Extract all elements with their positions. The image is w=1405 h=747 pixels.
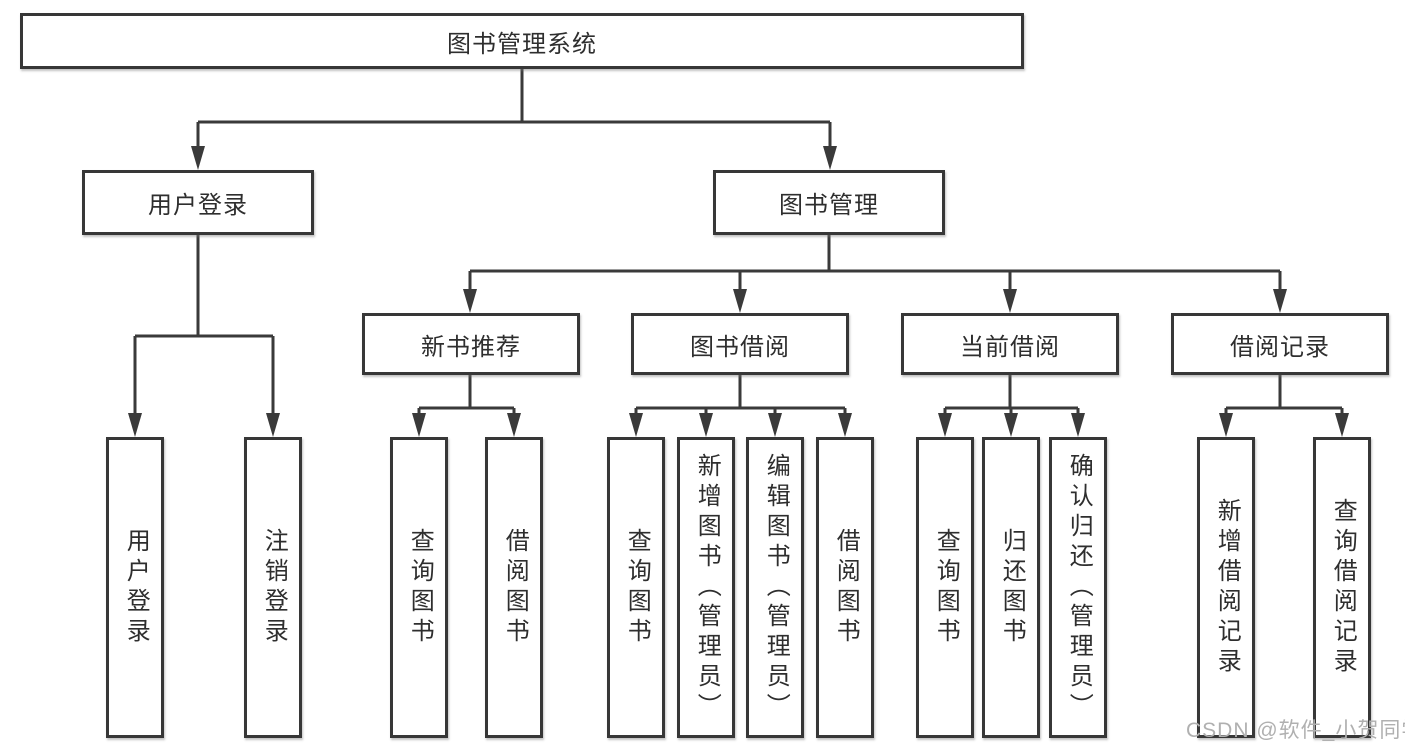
arrowheads [128,146,1349,437]
arrow-icon [412,413,426,437]
node-query-borrow-record: 查询借阅记录 [1313,437,1371,738]
leaf-label: 用户登录 [122,527,150,648]
csdn-watermark: CSDN @软件_小贺同学 [1186,719,1405,742]
leaf-label: 新增借阅记录 [1213,497,1241,678]
arrow-icon [463,289,477,313]
leaf-label: 借阅图书 [832,527,860,648]
leaf-label: 归还图书 [998,527,1026,648]
arrow-icon [507,413,521,437]
node-add-borrow-record: 新增借阅记录 [1197,437,1255,738]
node-confirm-return-admin: 确认归还（管理员） [1049,437,1107,738]
node-query-books-current: 查询图书 [916,437,974,738]
node-book-management: 图书管理 [713,170,945,235]
arrow-icon [1003,289,1017,313]
arrow-icon [823,146,837,170]
node-query-books-recommend: 查询图书 [390,437,448,738]
node-borrow-books-borrowing: 借阅图书 [816,437,874,738]
leaf-label: 借阅图书 [501,527,529,648]
leaf-label: 新增图书（管理员） [693,452,721,723]
node-edit-books-admin: 编辑图书（管理员） [746,437,804,738]
leaf-label: 查询图书 [623,527,651,648]
connector-records-to-leaves [1224,375,1344,416]
arrow-icon [733,289,747,313]
leaf-label: 注销登录 [260,527,288,648]
connector-current-to-leaves [943,375,1080,416]
node-return-books: 归还图书 [982,437,1040,738]
node-logout-leaf: 注销登录 [244,437,302,738]
node-query-books-borrowing: 查询图书 [607,437,665,738]
arrow-icon [1004,413,1018,437]
connector-borrowing-to-leaves [634,375,847,416]
arrow-icon [266,413,280,437]
connector-recommend-to-leaves [417,375,516,416]
node-user-login: 用户登录 [82,170,314,235]
arrow-icon [1219,413,1233,437]
arrow-icon [1071,413,1085,437]
connector-root-to-level2 [196,68,832,150]
leaf-label: 查询借阅记录 [1329,497,1357,678]
leaf-label: 查询图书 [406,527,434,648]
arrow-icon [191,146,205,170]
arrow-icon [838,413,852,437]
node-user-login-leaf: 用户登录 [106,437,164,738]
connector-login-to-leaves [133,235,275,416]
node-book-borrowing: 图书借阅 [631,313,849,375]
node-borrow-books-recommend: 借阅图书 [485,437,543,738]
arrow-icon [629,413,643,437]
node-add-books-admin: 新增图书（管理员） [677,437,735,738]
arrow-icon [938,413,952,437]
node-borrowing-records: 借阅记录 [1171,313,1389,375]
arrow-icon [128,413,142,437]
arrow-icon [1335,413,1349,437]
arrow-icon [1273,289,1287,313]
node-new-book-recommendation: 新书推荐 [362,313,580,375]
arrow-icon [699,413,713,437]
arrow-icon [768,413,782,437]
leaf-label: 编辑图书（管理员） [762,452,790,723]
node-current-borrowing: 当前借阅 [901,313,1119,375]
node-library-system: 图书管理系统 [20,13,1024,69]
leaf-label: 查询图书 [932,527,960,648]
leaf-label: 确认归还（管理员） [1065,452,1093,723]
connector-bookmgmt-to-modules [468,235,1282,292]
